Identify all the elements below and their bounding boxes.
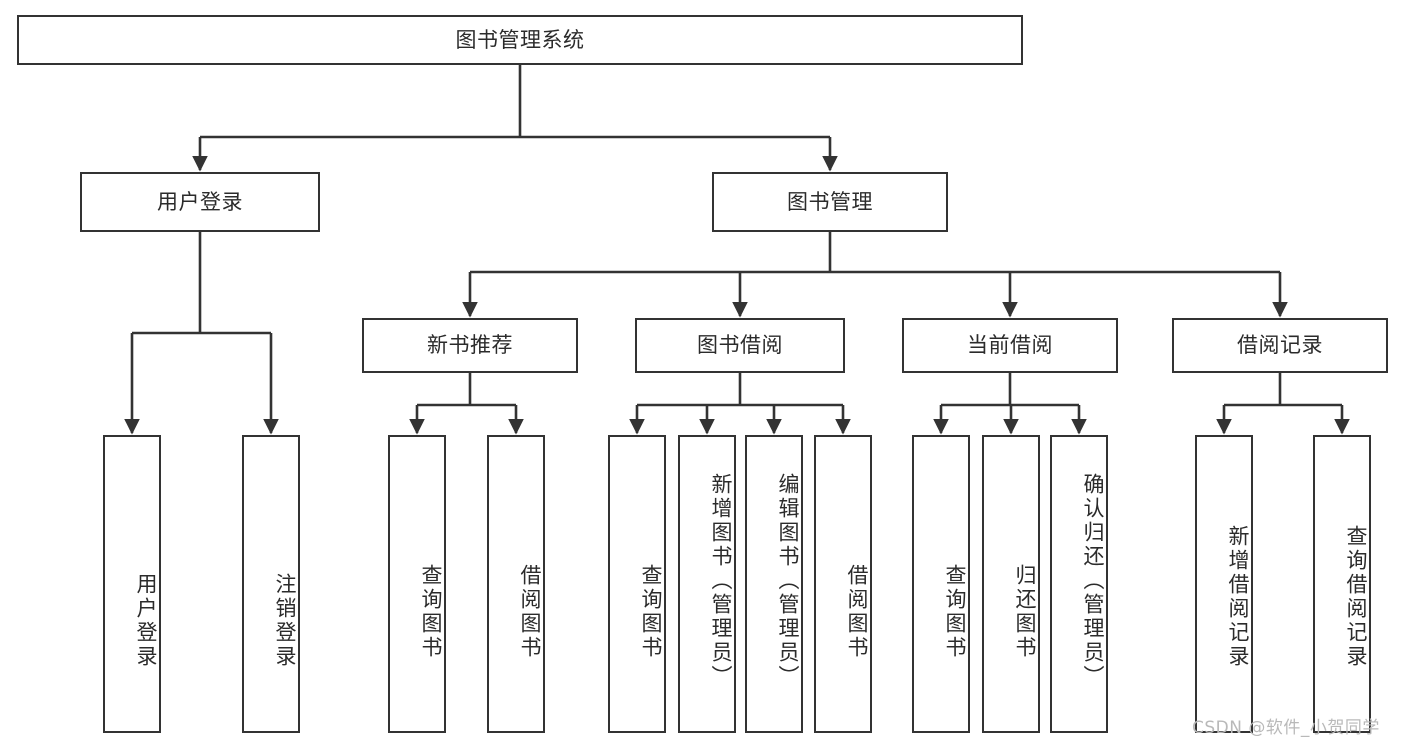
- node-leaf-query-book-3-label: 查询图书: [943, 564, 967, 660]
- node-new-book-recommend-label: 新书推荐: [427, 333, 513, 358]
- node-leaf-add-record[interactable]: 新增借阅记录: [1195, 435, 1253, 733]
- node-leaf-borrow-book-2[interactable]: 借阅图书: [814, 435, 872, 733]
- node-leaf-logout-label: 注销登录: [273, 573, 297, 669]
- node-leaf-query-book-2-label: 查询图书: [639, 564, 663, 660]
- node-root-label: 图书管理系统: [455, 27, 585, 52]
- node-leaf-user-login[interactable]: 用户登录: [103, 435, 161, 733]
- node-root[interactable]: 图书管理系统: [17, 15, 1023, 65]
- node-leaf-add-book-label: 新增图书（管理员）: [709, 473, 733, 689]
- node-leaf-add-book[interactable]: 新增图书（管理员）: [678, 435, 736, 733]
- node-book-manage[interactable]: 图书管理: [712, 172, 948, 232]
- node-current-borrow-label: 当前借阅: [967, 333, 1053, 358]
- node-borrow-record[interactable]: 借阅记录: [1172, 318, 1388, 373]
- node-borrow-record-label: 借阅记录: [1237, 333, 1323, 358]
- node-leaf-logout[interactable]: 注销登录: [242, 435, 300, 733]
- node-book-manage-label: 图书管理: [787, 189, 873, 214]
- node-leaf-confirm-return[interactable]: 确认归还（管理员）: [1050, 435, 1108, 733]
- node-book-borrow[interactable]: 图书借阅: [635, 318, 845, 373]
- node-leaf-return-book-label: 归还图书: [1013, 564, 1037, 660]
- node-leaf-edit-book-label: 编辑图书（管理员）: [776, 473, 800, 689]
- node-leaf-edit-book[interactable]: 编辑图书（管理员）: [745, 435, 803, 733]
- node-leaf-borrow-book-1-label: 借阅图书: [518, 564, 542, 660]
- node-leaf-borrow-book-1[interactable]: 借阅图书: [487, 435, 545, 733]
- node-leaf-confirm-return-label: 确认归还（管理员）: [1081, 473, 1105, 689]
- node-leaf-query-book-1[interactable]: 查询图书: [388, 435, 446, 733]
- node-leaf-add-record-label: 新增借阅记录: [1226, 525, 1250, 669]
- node-leaf-query-record-label: 查询借阅记录: [1344, 525, 1368, 669]
- node-leaf-query-book-1-label: 查询图书: [419, 564, 443, 660]
- csdn-watermark: CSDN @软件_小贺同学: [1192, 718, 1380, 738]
- node-leaf-return-book[interactable]: 归还图书: [982, 435, 1040, 733]
- node-current-borrow[interactable]: 当前借阅: [902, 318, 1118, 373]
- node-leaf-borrow-book-2-label: 借阅图书: [845, 564, 869, 660]
- node-leaf-query-record[interactable]: 查询借阅记录: [1313, 435, 1371, 733]
- node-new-book-recommend[interactable]: 新书推荐: [362, 318, 578, 373]
- node-user-login-label: 用户登录: [157, 189, 243, 214]
- node-leaf-query-book-2[interactable]: 查询图书: [608, 435, 666, 733]
- node-leaf-user-login-label: 用户登录: [134, 573, 158, 669]
- node-leaf-query-book-3[interactable]: 查询图书: [912, 435, 970, 733]
- node-user-login[interactable]: 用户登录: [80, 172, 320, 232]
- node-book-borrow-label: 图书借阅: [697, 333, 783, 358]
